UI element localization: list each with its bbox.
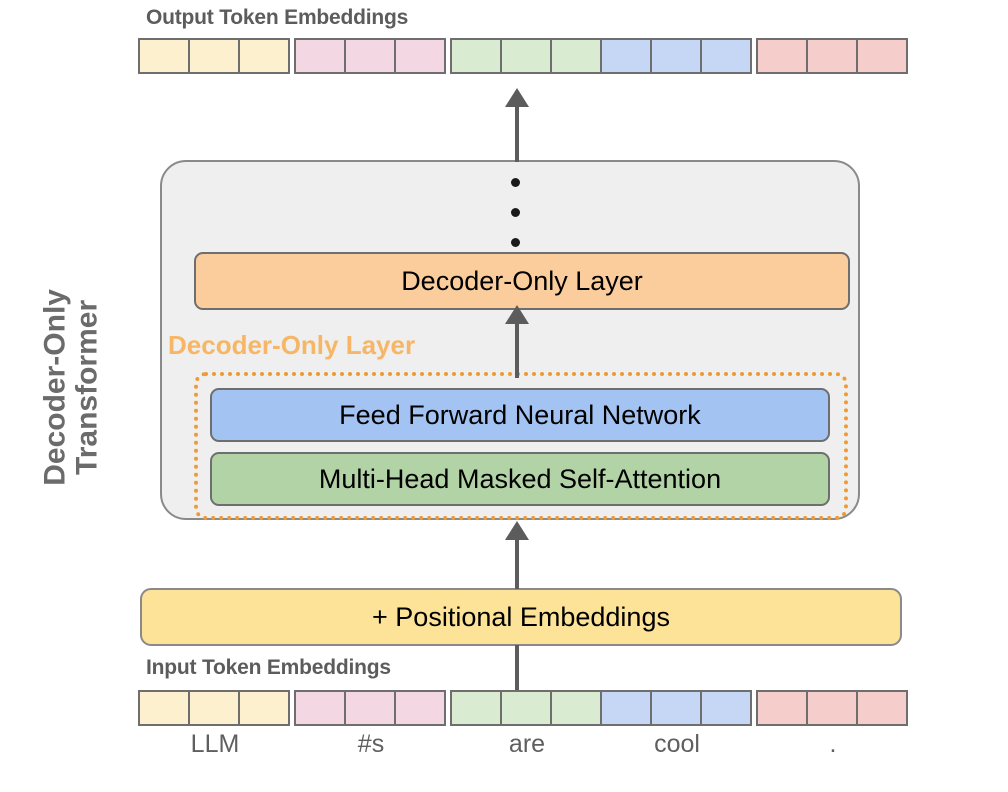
input-token-word: LLM (190, 730, 240, 758)
input-token-cell (758, 692, 806, 724)
sublayer-to-layer-arrow-head-icon (505, 305, 529, 324)
input-token-cell (552, 692, 600, 724)
input-arrow-head-icon (505, 521, 529, 540)
sublayer-to-layer-arrow-shaft (515, 320, 519, 378)
side-label-line-1: Decoder-Only (38, 289, 72, 486)
input-token-word: #s (357, 730, 385, 758)
decoder-only-layer-box[interactable]: Decoder-Only Layer (194, 252, 850, 310)
stacked-layers-ellipsis-icon (511, 178, 523, 268)
input-token-group-1 (294, 690, 446, 726)
input-token-embeddings-caption: Input Token Embeddings (146, 656, 391, 679)
input-token-cell (808, 692, 856, 724)
input-token-cell (652, 692, 700, 724)
output-token-group-1 (294, 38, 446, 74)
output-token-cell (502, 40, 550, 72)
output-token-embeddings-row (0, 38, 1008, 74)
output-arrow-shaft (515, 104, 519, 162)
input-arrow-shaft (515, 537, 519, 589)
input-token-group-0 (138, 690, 290, 726)
output-token-cell (602, 40, 650, 72)
output-token-cell (552, 40, 600, 72)
output-token-cell (190, 40, 238, 72)
input-token-cell (452, 692, 500, 724)
diagram-side-label: Decoder-Only Transformer (38, 227, 105, 547)
output-token-cell (702, 40, 750, 72)
multi-head-masked-self-attention-box[interactable]: Multi-Head Masked Self-Attention (210, 452, 830, 506)
input-token-cell (346, 692, 394, 724)
input-token-embeddings-row (0, 690, 1008, 726)
output-token-cell (140, 40, 188, 72)
output-token-cell (758, 40, 806, 72)
input-token-cell (140, 692, 188, 724)
input-token-cell (602, 692, 650, 724)
output-token-cell (396, 40, 444, 72)
output-token-cell (652, 40, 700, 72)
input-token-cell (702, 692, 750, 724)
side-label-line-2: Transformer (71, 299, 104, 475)
ellipsis-dot (511, 178, 520, 187)
tokens-to-positional-connector (515, 645, 519, 690)
input-token-word: . (829, 730, 837, 758)
output-token-cell (346, 40, 394, 72)
output-token-cell (452, 40, 500, 72)
ellipsis-dot (511, 238, 520, 247)
input-token-word: cool (654, 730, 700, 758)
input-token-cell (502, 692, 550, 724)
input-token-cell (396, 692, 444, 724)
decoder-only-layer-detail-region (194, 372, 848, 520)
input-token-group-2 (450, 690, 602, 726)
output-arrow-head-icon (505, 88, 529, 107)
input-token-word: are (508, 730, 546, 758)
ellipsis-dot (511, 208, 520, 217)
feed-forward-neural-network-box[interactable]: Feed Forward Neural Network (210, 388, 830, 442)
decoder-only-layer-sublayer-label: Decoder-Only Layer (168, 330, 416, 360)
output-token-group-4 (756, 38, 908, 74)
input-token-words-row: LLM #s are cool. (0, 730, 1008, 770)
output-token-group-0 (138, 38, 290, 74)
input-token-cell (858, 692, 906, 724)
output-token-group-2 (450, 38, 602, 74)
output-token-embeddings-caption: Output Token Embeddings (146, 6, 409, 29)
output-token-group-3 (600, 38, 752, 74)
input-token-cell (296, 692, 344, 724)
input-token-group-3 (600, 690, 752, 726)
output-token-cell (808, 40, 856, 72)
output-token-cell (858, 40, 906, 72)
output-token-cell (240, 40, 288, 72)
input-token-cell (240, 692, 288, 724)
input-token-group-4 (756, 690, 908, 726)
input-token-cell (190, 692, 238, 724)
positional-embeddings-box[interactable]: + Positional Embeddings (140, 588, 902, 646)
output-token-cell (296, 40, 344, 72)
